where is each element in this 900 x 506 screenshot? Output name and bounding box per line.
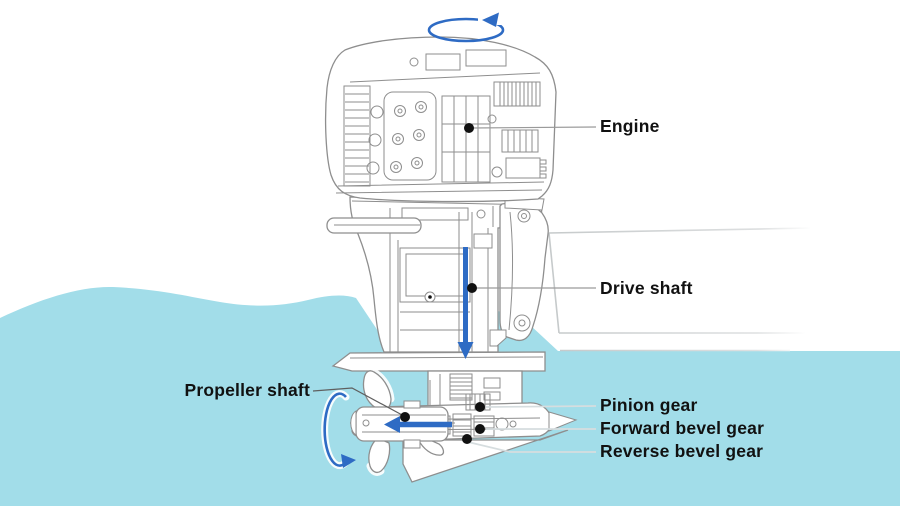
propeller-blade-upper [362, 370, 392, 412]
engine-cowling [324, 36, 557, 203]
skeg [402, 429, 569, 483]
label-engine: Engine [600, 116, 660, 136]
outboard-motor-illustration [324, 36, 578, 483]
transom-bracket [499, 196, 549, 342]
pinion-gear-leader-line [485, 405, 597, 408]
propeller-blade-rear [416, 438, 445, 456]
propeller-shaft-leader-line [312, 387, 405, 417]
propeller-blade-lower [368, 437, 391, 473]
drive-shaft-arrow-icon [457, 247, 474, 359]
label-pinion-gear: Pinion gear [600, 395, 698, 415]
label-propeller-shaft: Propeller shaft [184, 380, 310, 400]
trim-tab [489, 329, 507, 347]
engine-detail [335, 49, 547, 194]
midsection [326, 196, 543, 353]
propeller-shaft-arrow-icon [384, 416, 452, 433]
engine-leader-line [471, 126, 597, 129]
reverse-bevel-gear-marker-dot [462, 434, 472, 444]
drive-shaft-marker-dot [467, 283, 477, 293]
propeller-rotation-arrow-icon [321, 390, 356, 470]
engine-rotation-arrow-icon [427, 12, 505, 43]
forward-bevel-gear-marker-dot [475, 424, 485, 434]
boat-hull-outline [548, 227, 811, 334]
propeller-shaft-marker-dot [400, 412, 410, 422]
pinion-gear-marker-dot [475, 402, 485, 412]
engine-marker-dot [464, 123, 474, 133]
arrows [321, 12, 505, 470]
anti-ventilation-plate [331, 351, 546, 372]
leaders [312, 123, 597, 453]
label-reverse-bevel-gear: Reverse bevel gear [600, 441, 764, 461]
label-forward-bevel-gear: Forward bevel gear [600, 418, 765, 438]
label-drive-shaft: Drive shaft [600, 278, 693, 298]
reverse-bevel-gear-leader-line [467, 441, 596, 453]
